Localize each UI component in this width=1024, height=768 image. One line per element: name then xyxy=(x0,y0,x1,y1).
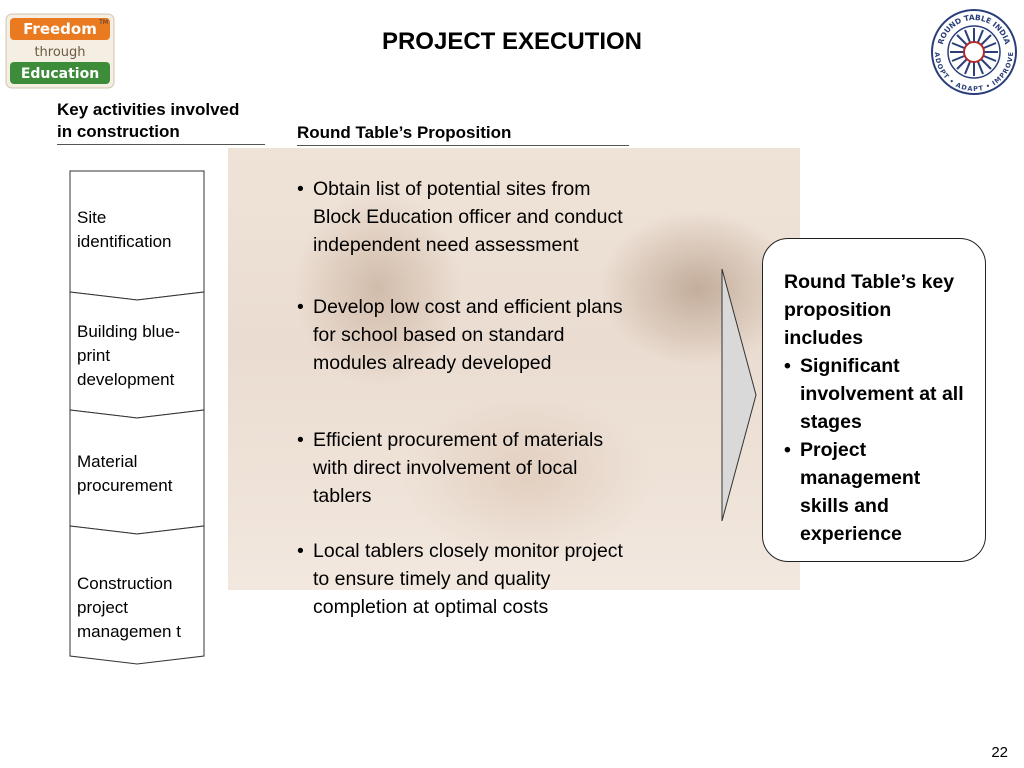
key-item-text: Significant involvement at all stages xyxy=(800,355,964,433)
proposition-bullet: • Efficient procurement of materials wit… xyxy=(297,426,637,510)
bullet-text: Develop low cost and efficient plans for… xyxy=(313,296,623,374)
bullet-text: Obtain list of potential sites from Bloc… xyxy=(313,178,623,256)
proposition-bullet: • Obtain list of potential sites from Bl… xyxy=(297,175,637,259)
bullet-dot: • xyxy=(784,355,791,377)
bullet-text: Local tablers closely monitor project to… xyxy=(313,540,623,618)
page-title: PROJECT EXECUTION xyxy=(381,28,643,55)
chevron-step-4 xyxy=(69,525,205,665)
bullet-dot: • xyxy=(784,439,791,461)
step-label-material-procurement: Material procurement xyxy=(77,452,173,495)
key-proposition-item: • Project management skills and experien… xyxy=(784,436,974,548)
activities-heading-line-2: in construction xyxy=(57,122,180,141)
key-proposition-intro: Round Table’s key proposition includes xyxy=(784,271,955,349)
step-label-blueprint-development: Building blue-print development xyxy=(77,322,181,389)
logo-tm: TM xyxy=(98,19,108,26)
proposition-bullet: • Develop low cost and efficient plans f… xyxy=(297,293,637,377)
bullet-dot: • xyxy=(297,429,304,451)
key-item-text: Project management skills and experience xyxy=(800,439,921,545)
proposition-heading: Round Table’s Proposition xyxy=(297,122,629,146)
key-proposition-box xyxy=(762,238,986,562)
proposition-bullet: • Local tablers closely monitor project … xyxy=(297,537,637,621)
activities-heading: Key activities involved in construction xyxy=(57,99,265,145)
activity-chevron-flow xyxy=(69,170,205,666)
background-photo xyxy=(228,148,800,590)
activities-heading-line-1: Key activities involved xyxy=(57,100,240,119)
bullet-dot: • xyxy=(297,296,304,318)
key-proposition-text: Round Table’s key proposition includes •… xyxy=(784,268,974,548)
logo-line-1: Freedom xyxy=(23,20,97,38)
right-arrow-icon xyxy=(720,268,758,522)
bullet-text: Efficient procurement of materials with … xyxy=(313,429,604,507)
logo-line-2: through xyxy=(34,45,85,60)
round-table-india-seal: ROUND TABLE INDIA ADOPT • ADAPT • IMPROV… xyxy=(930,8,1018,96)
step-label-construction-management: Construction project managemen t xyxy=(77,574,181,641)
freedom-through-education-logo: Freedom through Education TM xyxy=(4,12,116,90)
step-label-site-identification: Site identification xyxy=(77,208,172,251)
bullet-dot: • xyxy=(297,540,304,562)
key-proposition-item: • Significant involvement at all stages xyxy=(784,352,974,436)
page-number: 22 xyxy=(991,744,1008,761)
logo-line-3: Education xyxy=(21,66,99,82)
bullet-dot: • xyxy=(297,178,304,200)
